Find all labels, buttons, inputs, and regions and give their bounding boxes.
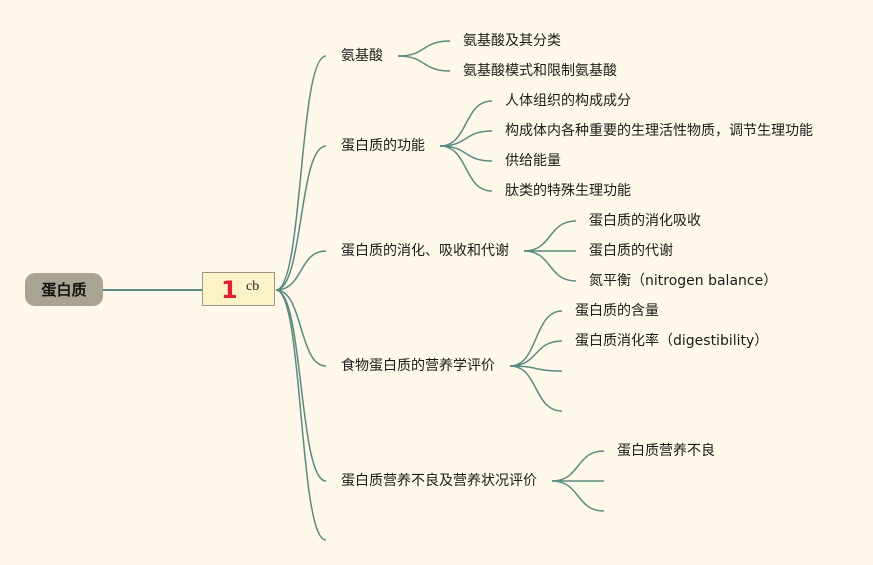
leaf-connector-evaluation-1 [509, 340, 563, 367]
leaf-connector-malnutrition-0 [551, 450, 605, 482]
branch-malnutrition[interactable]: 蛋白质营养不良及营养状况评价 [341, 473, 537, 489]
connector-malnutrition [275, 289, 327, 482]
leaf-connector-evaluation-2 [509, 365, 563, 372]
root-label: 蛋白质 [41, 281, 87, 299]
leaf-connector-function-2 [439, 145, 493, 162]
branch-digestion-metabolism[interactable]: 蛋白质的消化、吸收和代谢 [341, 243, 509, 259]
leaf-connector-evaluation-0 [509, 310, 563, 367]
leaf-protein-malnutrition[interactable]: 蛋白质营养不良 [617, 443, 715, 459]
connector-protein-function [275, 145, 327, 291]
leaf-protein-content[interactable]: 蛋白质的含量 [575, 303, 659, 319]
leaf-peptide-function[interactable]: 肽类的特殊生理功能 [505, 183, 631, 199]
leaf-active-substances[interactable]: 构成体内各种重要的生理活性物质，调节生理功能 [505, 123, 813, 139]
leaf-connector-evaluation-3 [509, 365, 563, 412]
leaf-connector-function-0 [439, 100, 493, 147]
leaf-protein-metabolism[interactable]: 蛋白质的代谢 [589, 243, 673, 259]
leaf-connector-function-3 [439, 145, 493, 192]
badge-label: cb [246, 279, 260, 294]
leaf-connector-digestion-0 [523, 220, 577, 252]
leaf-connector-amino-0 [397, 40, 451, 57]
root-node[interactable]: 蛋白质 [25, 273, 103, 306]
branch-nutrition-evaluation[interactable]: 食物蛋白质的营养学评价 [341, 358, 495, 374]
leaf-connector-function-1 [439, 130, 493, 147]
leaf-amino-acid-classification[interactable]: 氨基酸及其分类 [463, 33, 561, 49]
branch-connectors [275, 40, 605, 541]
leaf-connector-digestion-2 [523, 250, 577, 282]
branch-amino-acids[interactable]: 氨基酸 [341, 48, 383, 64]
leaf-tissue-component[interactable]: 人体组织的构成成分 [505, 93, 631, 109]
flag-marker-icon: 1 [221, 276, 238, 304]
leaf-digestibility[interactable]: 蛋白质消化率（digestibility） [575, 333, 769, 349]
connector-amino-acids [275, 55, 327, 291]
leaf-amino-acid-pattern[interactable]: 氨基酸模式和限制氨基酸 [463, 63, 617, 79]
branch-protein-function[interactable]: 蛋白质的功能 [341, 138, 425, 154]
leaf-energy-supply[interactable]: 供给能量 [505, 153, 561, 169]
leaf-connector-amino-1 [397, 55, 451, 72]
leaf-digestion-absorption[interactable]: 蛋白质的消化吸收 [589, 213, 701, 229]
connector-nutrition-evaluation [275, 289, 327, 367]
connector-empty-branch [275, 289, 327, 541]
leaf-connector-malnutrition-2 [551, 480, 605, 512]
topic-badge[interactable]: 1 cb [202, 272, 275, 306]
connector-digestion-metabolism [275, 250, 327, 291]
leaf-nitrogen-balance[interactable]: 氮平衡（nitrogen balance） [589, 273, 778, 289]
